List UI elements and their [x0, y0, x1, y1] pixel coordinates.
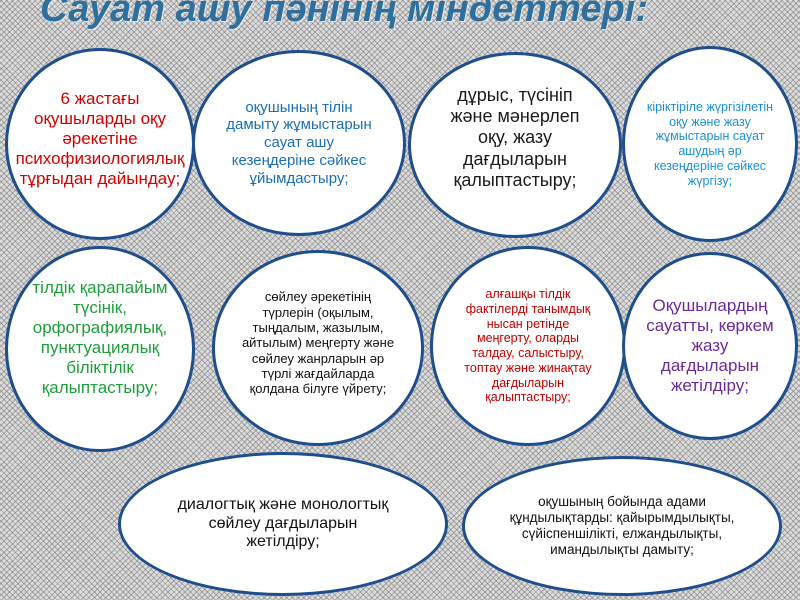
task-bubble-3: дұрыс, түсініп және мәнерлеп оқу, жазу д… — [408, 52, 622, 238]
task-text-4: кіріктіріле жүргізілетін оқу және жазу ж… — [646, 99, 774, 188]
task-bubble-4: кіріктіріле жүргізілетін оқу және жазу ж… — [622, 46, 798, 242]
task-bubble-1: 6 жастағы оқушыларды оқу әрекетіне психо… — [5, 48, 195, 240]
task-text-5: тілдік қарапайым түсінік, орфографиялық,… — [32, 277, 168, 398]
task-text-6: сөйлеу әрекетінің түрлерін (оқылым, тыңд… — [241, 289, 395, 397]
task-bubble-8: Оқушылардың сауатты, көркем жазу дағдыла… — [622, 252, 798, 440]
task-text-3: дұрыс, түсініп және мәнерлеп оқу, жазу д… — [450, 84, 580, 190]
page-title: Сауат ашу пәнінің міндеттері: — [40, 0, 648, 30]
task-text-1: 6 жастағы оқушыларды оқу әрекетіне психо… — [15, 88, 185, 189]
task-text-8: Оқушылардың сауатты, көркем жазу дағдыла… — [646, 295, 774, 396]
task-text-7: алғашқы тілдік фактілерді танымдық нысан… — [464, 287, 592, 405]
task-bubble-10: оқушының бойында адами құндылықтарды: қа… — [462, 456, 782, 596]
task-text-10: оқушының бойында адами құндылықтарды: қа… — [509, 494, 735, 557]
task-text-2: оқушының тілін дамыту жұмыстарын сауат а… — [226, 98, 372, 187]
task-text-9: диалогтық және монологтық сөйлеу дағдыла… — [177, 495, 389, 551]
task-bubble-2: оқушының тілін дамыту жұмыстарын сауат а… — [192, 50, 406, 236]
task-bubble-5: тілдік қарапайым түсінік, орфографиялық,… — [5, 246, 195, 452]
task-bubble-7: алғашқы тілдік фактілерді танымдық нысан… — [430, 246, 626, 446]
task-bubble-6: сөйлеу әрекетінің түрлерін (оқылым, тыңд… — [212, 250, 424, 446]
task-bubble-9: диалогтық және монологтық сөйлеу дағдыла… — [118, 452, 448, 596]
